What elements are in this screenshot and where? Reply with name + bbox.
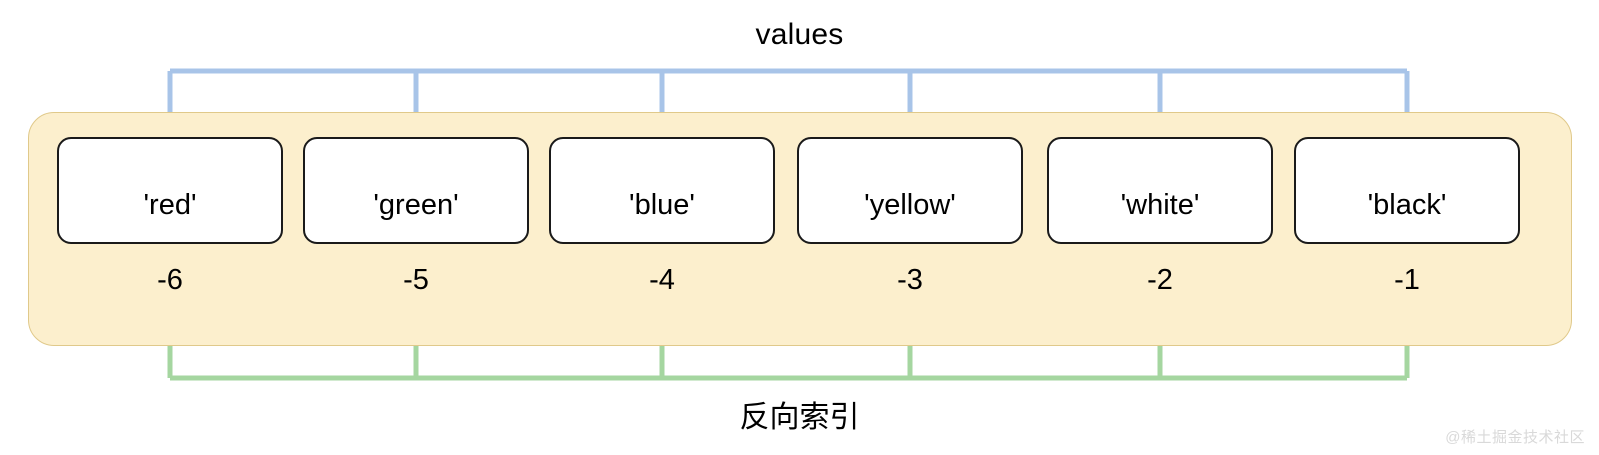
- negative-index-label: -4: [649, 264, 675, 296]
- list-cell[interactable]: 'green': [303, 137, 529, 244]
- list-cell-value: 'blue': [629, 189, 695, 221]
- watermark: @稀土掘金技术社区: [1445, 429, 1585, 446]
- list-cell[interactable]: 'yellow': [797, 137, 1023, 244]
- list-cell-value: 'red': [143, 189, 197, 221]
- list-cell[interactable]: 'red': [57, 137, 283, 244]
- list-cell-value: 'yellow': [864, 189, 956, 221]
- negative-index-label: -5: [403, 264, 429, 296]
- list-cell[interactable]: 'black': [1294, 137, 1520, 244]
- list-cell-value: 'green': [373, 189, 459, 221]
- list-cell-value: 'white': [1120, 189, 1200, 221]
- list-cell[interactable]: 'blue': [549, 137, 775, 244]
- reverse-index-caption: 反向索引: [0, 392, 1599, 436]
- reverse-index-caption-text: 反向索引: [739, 401, 860, 434]
- negative-index-label: -6: [157, 264, 183, 296]
- values-title: values: [0, 18, 1599, 52]
- values-title-text: values: [755, 18, 844, 51]
- negative-index-label: -1: [1394, 264, 1420, 296]
- negative-index-label: -2: [1147, 264, 1173, 296]
- list-cell-value: 'black': [1367, 189, 1447, 221]
- negative-index-label: -3: [897, 264, 923, 296]
- list-cell[interactable]: 'white': [1047, 137, 1273, 244]
